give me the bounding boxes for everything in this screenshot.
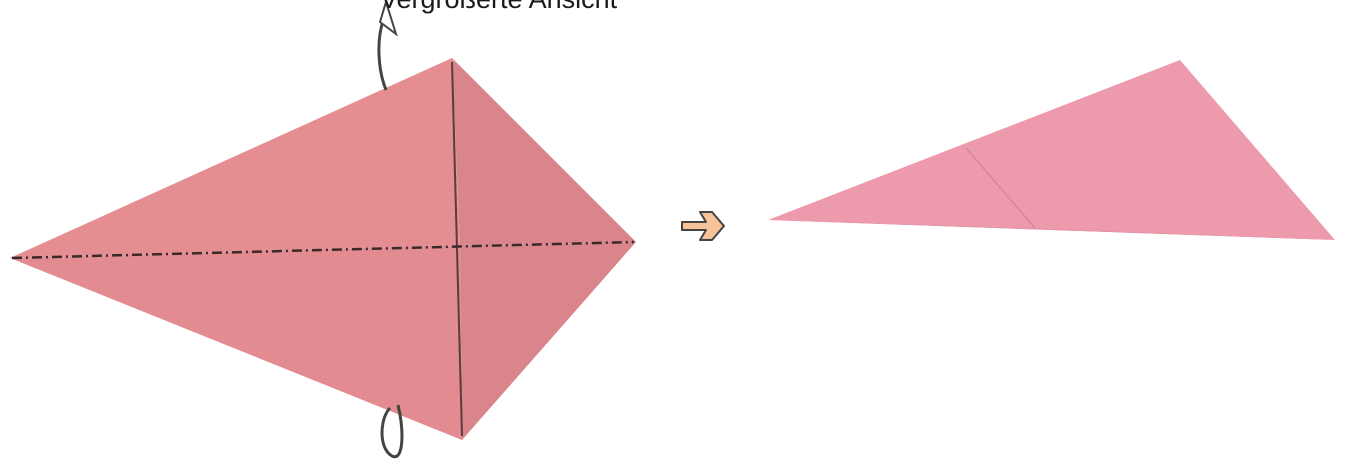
triangle-lower-shade [768, 220, 1335, 240]
triangle-main [768, 60, 1335, 240]
kite-vertical-crease [451, 61, 463, 437]
arrow-right-icon [681, 211, 725, 241]
triangle-inner-crease [965, 147, 1036, 229]
fold-back-arrow-icon [377, 0, 398, 91]
diagram-caption: Vergrößerte Ansicht [380, 0, 617, 13]
kite-upper-left-facet [10, 58, 460, 258]
kite-fold-line [11, 240, 635, 260]
step-2-triangle-paper [768, 60, 1335, 240]
kite-lower-left-facet [10, 245, 462, 440]
kite-lower-right-facet [460, 242, 636, 440]
step-1-kite-paper [10, 0, 636, 459]
fold-back-arrow-icon [380, 404, 404, 459]
kite-upper-right-facet [452, 58, 636, 245]
